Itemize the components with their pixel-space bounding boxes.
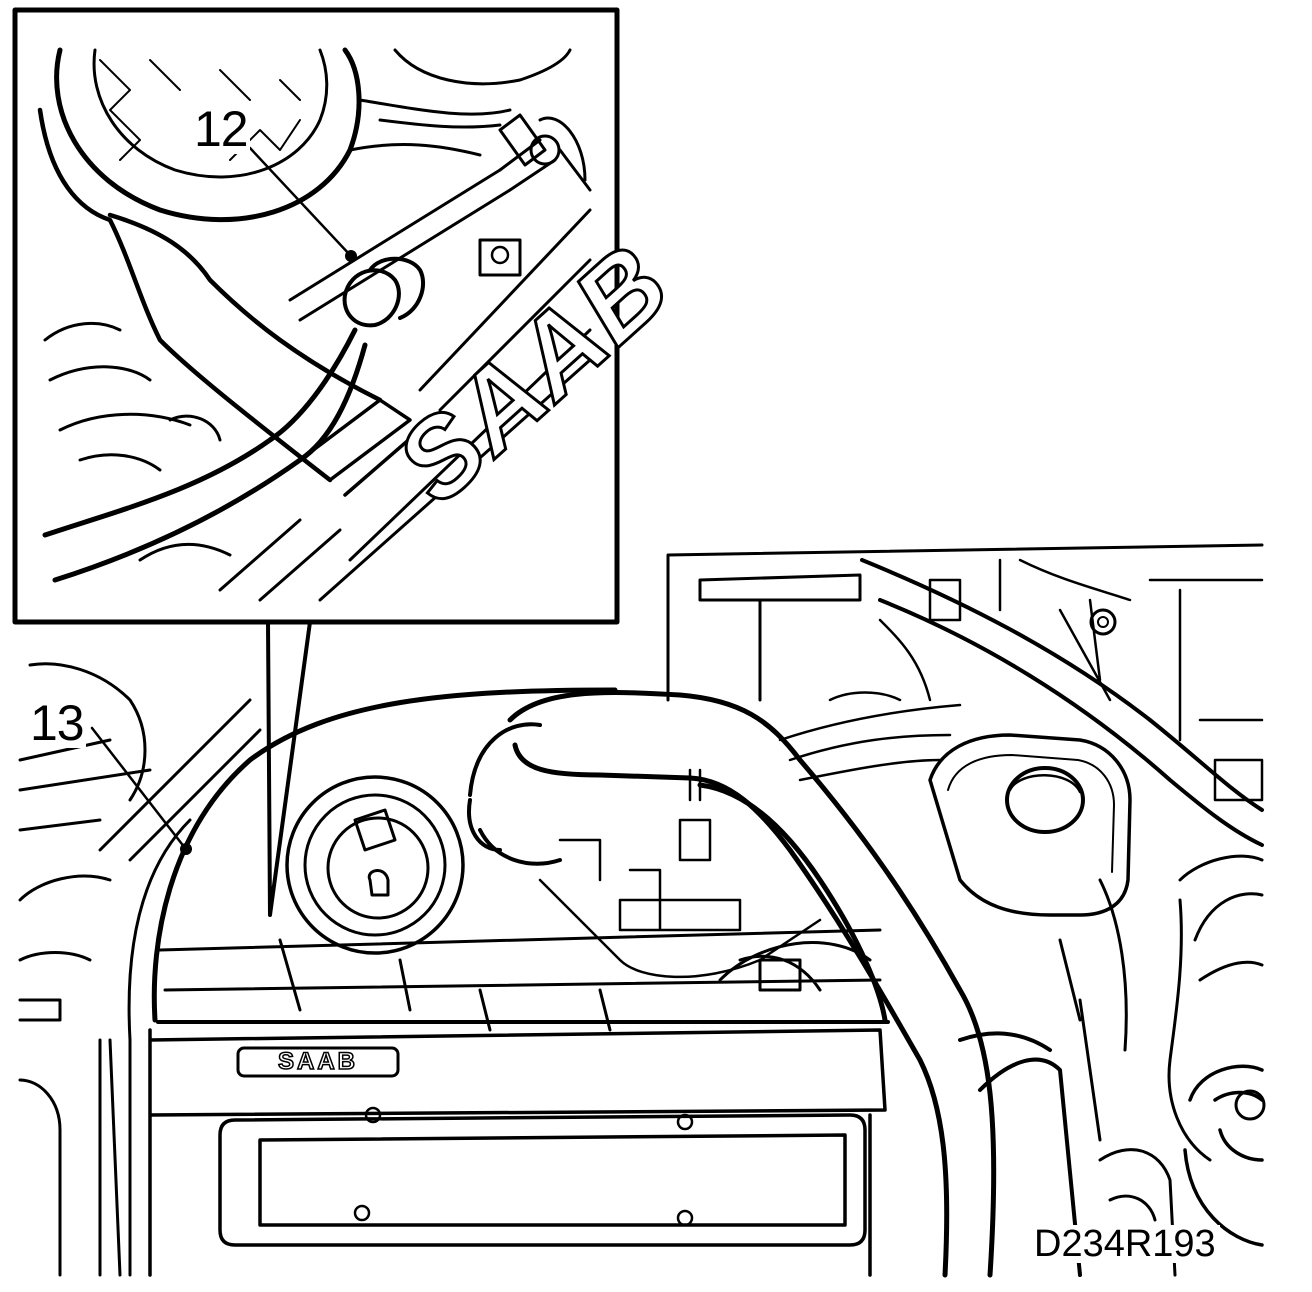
intake-hose-collar: [958, 1031, 1082, 1277]
wiring-harness: [538, 618, 962, 979]
detail-inset: [12, 7, 620, 625]
inset-ring-inner: [92, 48, 329, 179]
throttle-body-outer: [285, 775, 465, 955]
coil-cover: [718, 941, 872, 992]
pulley-right: [1183, 1064, 1264, 1247]
reservoir-cap-top: [1008, 774, 1082, 794]
inset-cover-edge: [318, 328, 592, 602]
inset-pointer: [266, 620, 312, 917]
left-rib: [98, 698, 262, 862]
manifold-cover-outer: [148, 1028, 887, 1277]
engine-logo-text: SAAB: [277, 1048, 358, 1075]
inset-fitting-ring: [529, 134, 561, 166]
throttle-body-mid: [303, 793, 447, 937]
airbox-bellow: [467, 722, 562, 866]
leader-dot-12: [345, 250, 357, 262]
leader-line-13: [90, 726, 187, 850]
plenum-bolt-1: [364, 1106, 382, 1124]
inset-hose-bend: [37, 107, 383, 483]
intake-hose: [507, 690, 997, 1278]
firewall-panel: [666, 543, 1264, 702]
right-side-components: [928, 558, 1264, 802]
plenum-bolt-3: [353, 1204, 371, 1222]
inset-hatch: [99, 59, 301, 161]
callout-13: 13: [28, 695, 86, 751]
plenum-bolt-2: [676, 1113, 694, 1131]
brake-reservoir-shadow: [947, 754, 1115, 873]
main-view: [18, 543, 1266, 1278]
leader-dot-13: [180, 843, 192, 855]
manifold-plenum: [218, 1113, 867, 1247]
inset-hose-clamp: [298, 398, 422, 497]
cover-top-edge: [158, 928, 882, 1032]
throttle-body-inner: [326, 816, 430, 920]
component-lower-right: [1098, 1148, 1177, 1277]
inset-top-hoses: [348, 48, 572, 157]
pulley-bolt: [1234, 1089, 1266, 1121]
inset-ring: [54, 47, 362, 223]
left-components: [18, 662, 152, 1277]
inset-top-right-fitting: [498, 113, 592, 192]
inset-rail: [288, 168, 592, 412]
vacuum-hose: [151, 687, 888, 1023]
figure-id: D234R193: [1030, 1225, 1220, 1263]
vacuum-hose-extension: [108, 818, 192, 1277]
plenum-bolt-4: [676, 1209, 694, 1227]
brake-reservoir: [928, 733, 1132, 917]
hose-right: [1058, 854, 1264, 1162]
inset-fuel-line: [42, 327, 368, 583]
bolt-top-right-inner: [1097, 616, 1109, 628]
throttle-linkage: [353, 808, 397, 897]
inset-left-parts: [43, 321, 342, 602]
inset-rail-bolt: [490, 245, 510, 265]
inset-connector: [342, 256, 426, 328]
cowl-brace: [860, 558, 1264, 847]
engine-saab-logo: [236, 1046, 400, 1078]
reservoir-cap: [1005, 766, 1085, 834]
inset-frame: [12, 7, 620, 625]
bolt-top-right: [1089, 608, 1117, 636]
leader-line-12: [248, 146, 352, 257]
callout-12: 12: [192, 101, 250, 157]
